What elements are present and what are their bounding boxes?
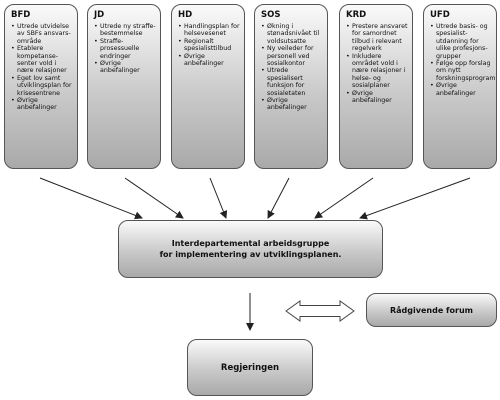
ministry-item: Utrede spesialisert funksjon for sosiale… [261, 67, 323, 97]
arrow-sos [267, 177, 290, 219]
ministry-box-krd: KRD Prestere ansvaret for samordnet tilbu… [339, 4, 413, 169]
arrow-hd [209, 177, 228, 219]
arrow-bfd [39, 177, 143, 220]
central-line-1: Interdepartemental arbeidsgruppe [171, 239, 330, 248]
ministry-item: Øvrige anbefalinger [261, 97, 323, 112]
interdepartmental-working-group-box: Interdepartemental arbeidsgruppe for imp… [118, 220, 383, 278]
ministry-item: Øvrige anbefalinger [94, 60, 156, 75]
ministry-item: Følge opp forslag om nytt forskningsprog… [430, 60, 495, 82]
ministry-box-sos: SOS Økning i stønadsnivået til voldsutsat… [254, 4, 328, 169]
ministry-heading: KRD [346, 10, 367, 20]
ministry-item: Øvrige anbefalinger [346, 90, 408, 105]
government-box: Regjeringen [187, 339, 313, 396]
ministry-item: Utrede ny straffe-bestemmelse [94, 23, 156, 38]
ministry-box-bfd: BFD Utrede utvidelse av SBFs ansvars-områ… [4, 4, 78, 169]
ministry-item: Utrede basis- og spesialist-utdanning fo… [430, 23, 492, 60]
ministry-box-hd: HD Handlingsplan for helsevesenetRegional… [171, 4, 245, 169]
ministry-item: Øvrige anbefalinger [178, 53, 240, 68]
ministry-heading: JD [94, 10, 105, 20]
ministry-heading: HD [178, 10, 193, 20]
ministry-item: Eget lov samt utviklingsplan for krisese… [11, 75, 73, 97]
arrow-jd [124, 177, 184, 219]
ministry-item: Inkludere området vold i nære relasjoner… [346, 53, 408, 90]
advisory-forum-box: Rådgivende forum [366, 293, 497, 327]
ministry-item: Etablere kompetanse-senter vold i nære r… [11, 45, 73, 75]
government-label: Regjeringen [220, 362, 280, 373]
ministry-item: Økning i stønadsnivået til voldsutsatte [261, 23, 323, 45]
ministry-heading: SOS [261, 10, 281, 20]
ministry-item: Prestere ansvaret for samordnet tilbud i… [346, 23, 408, 53]
ministry-item: Straffe-prosessuelle endringer [94, 38, 156, 60]
ministry-heading: BFD [11, 10, 31, 20]
ministry-item: Ny veileder for personell ved sosialkont… [261, 45, 323, 67]
ministry-box-ufd: UFD Utrede basis- og spesialist-utdanning… [423, 4, 497, 169]
ministry-item: Handlingsplan for helsevesenet [178, 23, 240, 38]
ministry-box-jd: JD Utrede ny straffe-bestemmelseStraffe-p… [87, 4, 161, 169]
arrow-ufd [359, 177, 471, 220]
arrow-krd [314, 177, 374, 219]
central-line-2: for implementering av utviklingsplanen. [159, 250, 342, 259]
advisory-forum-label: Rådgivende forum [390, 305, 473, 315]
ministry-item: Øvrige anbefalinger [430, 82, 492, 97]
double-arrow-icon [285, 300, 355, 322]
ministry-item: Regionalt spesialisttilbud [178, 38, 240, 53]
ministry-item: Øvrige anbefalinger [11, 97, 73, 112]
ministry-heading: UFD [430, 10, 450, 20]
ministry-item: Utrede utvidelse av SBFs ansvars-område [11, 23, 73, 45]
